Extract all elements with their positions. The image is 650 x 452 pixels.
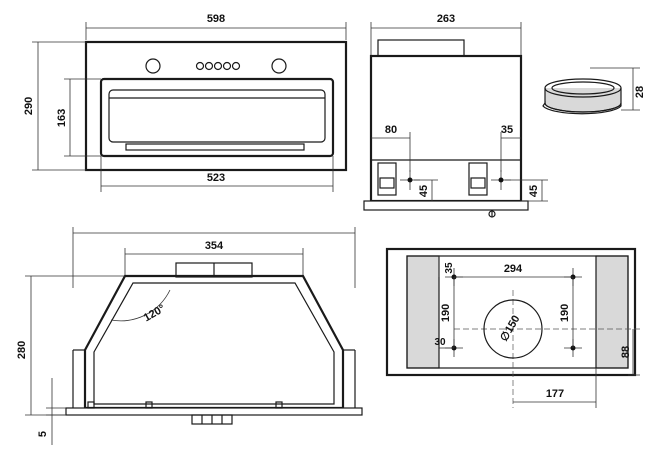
side-left-bracket: [377, 162, 397, 196]
dim-plan-top-offset: 35: [438, 256, 455, 277]
dim-plan-left-span: 190: [440, 277, 455, 348]
collar-view: 28: [542, 67, 646, 115]
front-width-label: 598: [207, 13, 225, 25]
dim-section-height: 280: [16, 275, 125, 416]
dim-side-right-height: 45: [505, 179, 548, 202]
section-base-label: 5: [37, 431, 49, 437]
button-1: [195, 61, 205, 71]
plan-left-strip: [406, 255, 440, 369]
plan-bottom-width-label: 177: [546, 388, 564, 400]
button-4: [222, 61, 232, 71]
right-knob: [271, 58, 287, 74]
side-right-height-label: 45: [528, 185, 540, 197]
dim-plan-hole-span: 294: [454, 263, 573, 278]
plan-right-strip: [595, 255, 629, 369]
section-view: 354 120° 280: [16, 227, 363, 445]
section-height-label: 280: [16, 341, 28, 359]
dim-front-width: 598: [85, 13, 347, 40]
front-inner-panel: [99, 77, 335, 158]
dim-plan-right-span: 190: [559, 277, 574, 348]
plan-view: ∅150 294 35 190 190: [385, 247, 640, 408]
front-body: [84, 40, 348, 172]
plan-hole-span-label: 294: [504, 263, 523, 275]
button-2: [204, 61, 214, 71]
button-3: [213, 61, 223, 71]
side-view: 263 80 35: [363, 13, 548, 218]
plan-inner: [406, 255, 629, 369]
dim-section-top-width: 354: [124, 240, 304, 276]
front-view: 598 290 163: [23, 13, 348, 192]
front-filter-panel: [108, 89, 326, 143]
section-angle-label: 120°: [142, 303, 168, 325]
side-right-offset-label: 35: [501, 124, 513, 136]
side-left-height-label: 45: [418, 185, 430, 197]
dim-front-inner-height: 163: [56, 78, 101, 157]
front-height-label: 290: [23, 97, 35, 115]
dim-plan-bottom-width: 177: [513, 368, 597, 408]
dim-plan-right-offset: 88: [620, 329, 640, 376]
dim-front-inner-width: 523: [100, 156, 334, 192]
dim-side-depth: 263: [370, 13, 522, 56]
plan-top-offset-label: 35: [444, 262, 455, 274]
plan-right-span-label: 190: [559, 304, 571, 322]
dim-section-width: [72, 227, 356, 288]
side-left-offset-label: 80: [385, 124, 397, 136]
dim-collar-height: 28: [590, 67, 646, 111]
dim-section-base: 5: [37, 378, 66, 445]
collar-height-label: 28: [634, 86, 646, 98]
dim-side-left-height: 45: [414, 179, 438, 201]
dim-plan-bottom-offset: 30: [434, 337, 454, 349]
plan-right-offset-label: 88: [620, 346, 632, 358]
section-body: [83, 274, 345, 410]
plan-diameter-label: ∅150: [498, 313, 522, 343]
left-knob: [145, 58, 161, 74]
side-bottom-plate: [363, 200, 529, 211]
side-depth-label: 263: [437, 13, 455, 25]
plan-bottom-offset-label: 30: [434, 337, 446, 348]
plan-left-span-label: 190: [440, 304, 452, 322]
button-5: [231, 61, 241, 71]
front-inner-width-label: 523: [207, 172, 225, 184]
plan-outer: [385, 247, 637, 377]
side-collar: [377, 39, 465, 57]
section-bottom-plate: [65, 407, 363, 416]
dim-side-right-offset: 35: [500, 124, 521, 172]
section-top-width-label: 354: [205, 240, 224, 252]
dim-front-height: 290: [23, 41, 86, 171]
front-light-strip: [125, 143, 305, 151]
dim-side-left-offset: 80: [371, 124, 411, 172]
side-right-bracket: [468, 162, 488, 196]
front-inner-height-label: 163: [56, 109, 68, 127]
plan-duct-hole: [483, 299, 543, 359]
